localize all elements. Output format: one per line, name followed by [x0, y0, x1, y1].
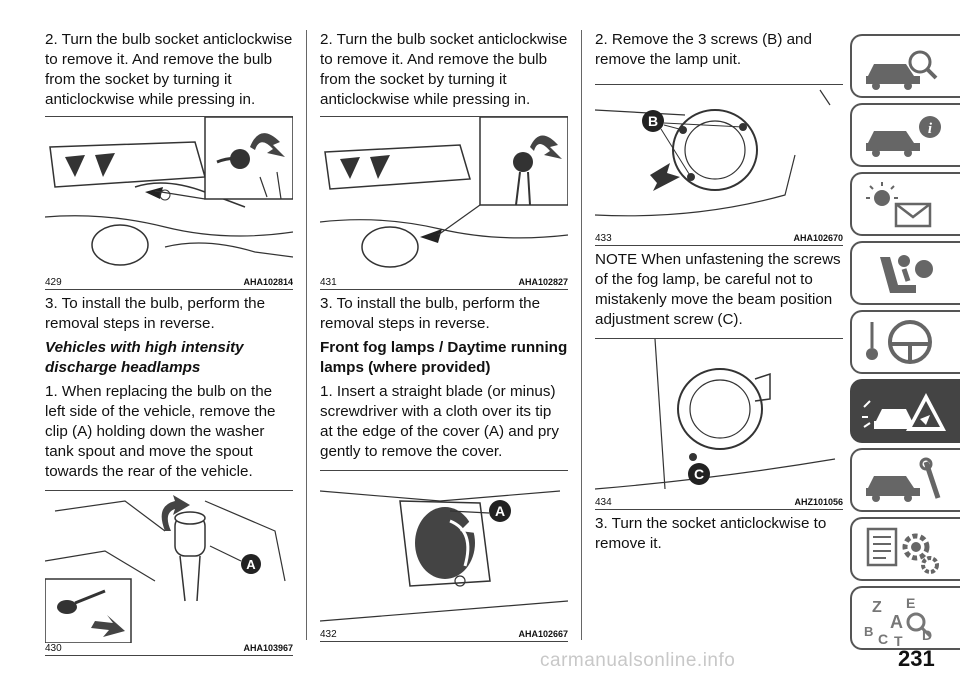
step-paragraph: 2. Turn the bulb socket anticlockwise to…	[45, 31, 293, 108]
svg-text:E: E	[906, 595, 915, 611]
section-heading: Front fog lamps / Daytime running lamps …	[320, 339, 568, 376]
figure-429: 429 AHA102814	[45, 116, 293, 290]
figure-caption: 431 AHA102827	[320, 277, 568, 290]
figure-code: AHA102814	[243, 277, 293, 287]
tab-servicing-maintenance[interactable]	[850, 448, 960, 512]
callout-c: C	[694, 466, 704, 482]
figure-code: AHZ101056	[794, 497, 843, 507]
figure-number: 430	[45, 643, 62, 654]
car-wrench-icon	[866, 457, 941, 502]
section-heading: Vehicles with high intensity discharge h…	[45, 339, 244, 376]
fog-lamp-adjust-screw-illustration: C	[595, 339, 843, 497]
svg-text:C: C	[878, 631, 888, 647]
figure-number: 434	[595, 497, 612, 508]
tab-warning-lights[interactable]	[850, 172, 960, 236]
step-paragraph: 1. Insert a straight blade (or minus) sc…	[320, 383, 559, 460]
figure-code: AHA102670	[793, 233, 843, 243]
tab-in-an-emergency[interactable]	[850, 379, 960, 443]
step-paragraph: 1. When replacing the bulb on the left s…	[45, 383, 276, 480]
column-3: 2. Remove the 3 screws (B) and remove th…	[595, 30, 843, 554]
figure-caption: 432 AHA102667	[320, 629, 568, 642]
car-magnifier-icon	[866, 50, 938, 90]
tab-car-info[interactable]: i	[850, 103, 960, 167]
page-number: 231	[898, 646, 935, 671]
figure-434: C 434 AHZ101056	[595, 338, 843, 510]
washer-spout-clip-illustration: A	[45, 491, 293, 643]
column-divider	[306, 30, 307, 640]
tab-index[interactable]: Z E A B C T D	[850, 586, 960, 650]
step-paragraph: 2. Turn the bulb socket anticlockwise to…	[320, 31, 568, 108]
bulb-socket-illustration	[320, 117, 568, 277]
step-paragraph: 2. Remove the 3 screws (B) and remove th…	[595, 31, 812, 68]
tab-starting-driving[interactable]	[850, 310, 960, 374]
column-1: 2. Turn the bulb socket anticlockwise to…	[45, 30, 293, 656]
figure-number: 429	[45, 277, 62, 288]
column-divider	[581, 30, 582, 640]
svg-text:Z: Z	[872, 599, 882, 616]
figure-code: AHA102827	[518, 277, 568, 287]
figure-caption: 433 AHA102670	[595, 233, 843, 246]
bulb-socket-illustration	[45, 117, 293, 277]
figure-431: 431 AHA102827	[320, 116, 568, 290]
step-paragraph: 3. To install the bulb, perform the remo…	[320, 295, 541, 332]
step-paragraph: 3. Turn the socket anticlockwise to remo…	[595, 515, 827, 552]
svg-text:B: B	[864, 624, 873, 639]
fog-lamp-cover-illustration: A	[320, 471, 568, 629]
figure-caption: 434 AHZ101056	[595, 497, 843, 510]
figure-number: 432	[320, 629, 337, 640]
svg-text:T: T	[894, 633, 903, 648]
warning-light-envelope-icon	[866, 182, 932, 228]
note-paragraph: NOTE When unfastening the screws of the …	[595, 251, 841, 328]
svg-text:A: A	[890, 612, 903, 632]
figure-code: AHA102667	[518, 629, 568, 639]
figure-430: A 430 AHA103967	[45, 490, 293, 656]
car-info-icon: i	[866, 116, 941, 157]
fog-lamp-screws-illustration: B	[595, 85, 843, 233]
figure-433: B 433 AHA102670	[595, 84, 843, 246]
steering-wheel-key-icon	[866, 320, 932, 364]
tab-safety[interactable]	[850, 241, 960, 305]
watermark-footer: carmanualsonline.info	[540, 650, 736, 671]
car-breakdown-warning-icon	[862, 393, 946, 431]
figure-number: 433	[595, 233, 612, 244]
tab-car-magnifier[interactable]	[850, 34, 960, 98]
tab-technical-specifications[interactable]	[850, 517, 960, 581]
figure-432: A 432 AHA102667	[320, 470, 568, 642]
specifications-gear-icon	[866, 527, 939, 574]
callout-a: A	[495, 503, 505, 519]
figure-caption: 429 AHA102814	[45, 277, 293, 290]
svg-text:i: i	[928, 121, 933, 137]
column-2: 2. Turn the bulb socket anticlockwise to…	[320, 30, 568, 642]
callout-a: A	[246, 557, 256, 572]
figure-code: AHA103967	[243, 643, 293, 653]
callout-b: B	[648, 113, 658, 129]
step-paragraph: 3. To install the bulb, perform the remo…	[45, 295, 266, 332]
seat-airbag-icon	[880, 255, 933, 293]
alphabet-index-icon: Z E A B C T D	[864, 595, 932, 648]
figure-caption: 430 AHA103967	[45, 643, 293, 656]
chapter-tabs: i	[850, 34, 960, 655]
figure-number: 431	[320, 277, 337, 288]
